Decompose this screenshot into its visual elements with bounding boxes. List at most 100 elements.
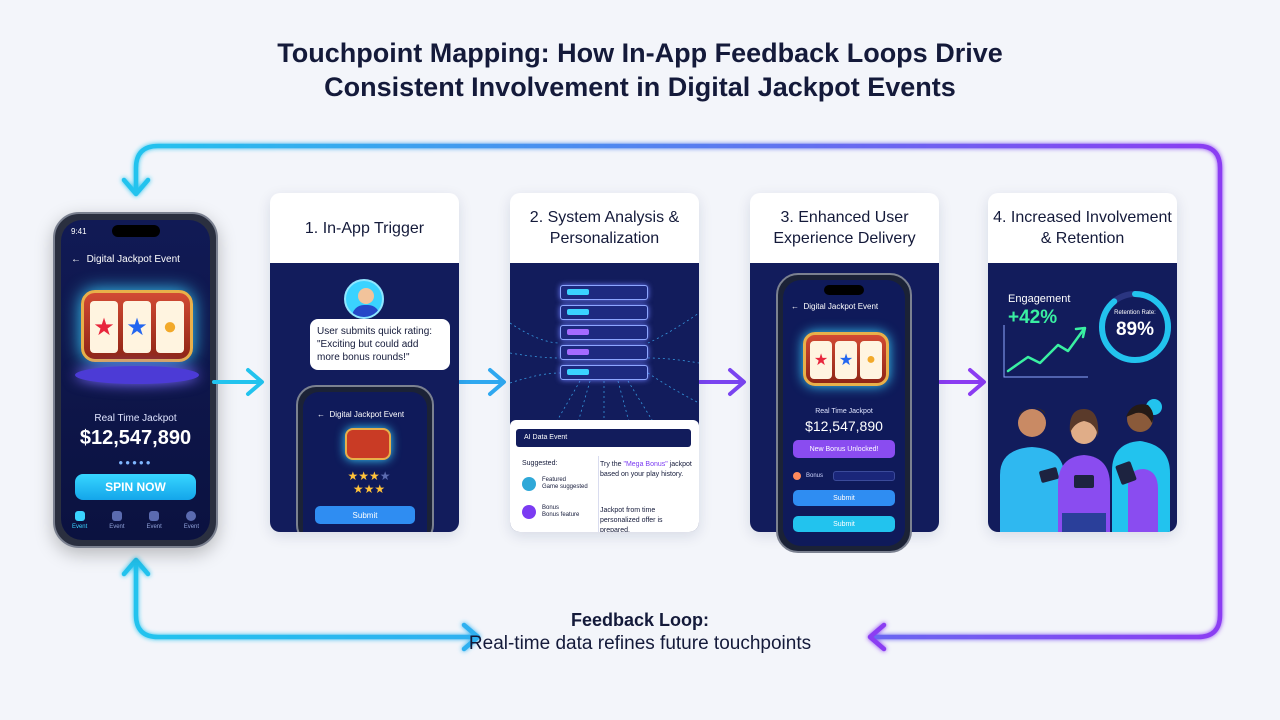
- flow-arrow-3: [698, 368, 746, 396]
- slot-pedestal: [75, 366, 199, 384]
- user-avatar-icon: [344, 279, 384, 319]
- retention-gauge: Retention Rate: 89%: [1096, 288, 1174, 366]
- step-1-slot-image: [345, 428, 391, 460]
- back-arrow-icon[interactable]: ←: [71, 254, 81, 265]
- tab-event-3[interactable]: Event: [146, 510, 162, 530]
- retention-label: Retention Rate:: [1114, 310, 1156, 316]
- step-3-submit-button[interactable]: Submit: [793, 490, 895, 506]
- server-unit: [560, 345, 648, 360]
- loop-bottom-left-arrowhead-right: [461, 622, 481, 652]
- feedback-loop-subtitle: Real-time data refines future touchpoint…: [468, 633, 812, 654]
- retention-ring: [1099, 291, 1171, 363]
- step-3-slot-image: ★ ★ ●: [803, 332, 889, 386]
- phone-notch: [824, 285, 864, 295]
- phone-notch: [111, 225, 160, 237]
- flow-arrow-2: [458, 368, 506, 396]
- game-thumbnail-icon: [522, 477, 536, 491]
- step-3-title: 3. Enhanced User Experience Delivery: [773, 209, 916, 247]
- tab-bar: Event Event Event Event: [61, 500, 210, 540]
- reel-coin-icon: ●: [860, 341, 882, 379]
- panel-divider: [598, 456, 599, 532]
- engagement-trend-chart: [1003, 325, 1088, 378]
- server-unit: [560, 305, 648, 320]
- rating-speech-bubble: User submits quick rating: "Exciting but…: [310, 319, 450, 370]
- step-card-in-app-trigger: 1. In-App Trigger User submits quick rat…: [270, 193, 459, 532]
- ai-data-bar: AI Data Event: [516, 429, 691, 447]
- feedback-loop-title: Feedback Loop:: [570, 610, 709, 630]
- slot-machine-image: ★ ★ ●: [81, 290, 193, 362]
- reel-star-red-icon: ★: [810, 341, 832, 379]
- carousel-dots[interactable]: ●●●●●: [118, 458, 153, 467]
- tab-event-2[interactable]: Event: [109, 510, 125, 530]
- jackpot-amount: $12,547,890: [79, 427, 192, 449]
- title-line-1: Touchpoint Mapping: How In-App Feedback …: [277, 38, 1003, 68]
- star-rating-input[interactable]: ★★★★★★★: [347, 469, 391, 496]
- event-header: ← Digital Jackpot Event: [71, 254, 180, 265]
- tab-icon: [149, 510, 160, 521]
- feedback-loop-caption: Feedback Loop: Real-time data refines fu…: [440, 608, 840, 656]
- step-1-title: 1. In-App Trigger: [304, 219, 425, 237]
- flow-arrow-1: [212, 368, 264, 396]
- step-2-title: 2. System Analysis & Personalization: [529, 209, 680, 247]
- step-3-phone-screen: ← Digital Jackpot Event ★ ★ ● Real Time …: [783, 280, 905, 546]
- tab-event-1[interactable]: Event: [72, 510, 87, 530]
- tab-event-4[interactable]: Event: [184, 510, 199, 530]
- server-unit: [560, 285, 648, 300]
- reel-coin-icon: ●: [156, 301, 184, 353]
- status-time: 9:41: [71, 227, 87, 236]
- engagement-value: +42%: [1008, 307, 1058, 328]
- step-4-illustration: Engagement +42% Retention Rate: 89%: [988, 263, 1177, 532]
- step-card-increased-involvement: 4. Increased Involvement & Retention Eng…: [988, 193, 1177, 532]
- step-1-illustration: User submits quick rating: "Exciting but…: [270, 263, 459, 532]
- step-1-phone: ← Digital Jackpot Event ★★★★★★★ Submit: [296, 385, 434, 532]
- retention-value: 89%: [1115, 319, 1155, 340]
- step-3-phone: ← Digital Jackpot Event ★ ★ ● Real Time …: [776, 273, 912, 553]
- flow-arrow-4: [938, 368, 986, 396]
- step-card-system-analysis: 2. System Analysis & Personalization AI …: [510, 193, 699, 532]
- step-3-jackpot-amount: $12,547,890: [805, 418, 883, 434]
- new-bonus-unlocked-button[interactable]: New Bonus Unlocked!: [793, 440, 895, 458]
- tab-icon: [186, 510, 197, 521]
- engagement-label: Engagement: [1008, 293, 1071, 305]
- main-phone: 9:41 ← Digital Jackpot Event ★ ★ ● Real …: [53, 212, 218, 548]
- ai-offer-text: Jackpot from time personalized offer is …: [600, 507, 663, 532]
- step-3-jackpot-label: Real Time Jackpot: [815, 408, 873, 415]
- retention-arc: [1099, 291, 1171, 363]
- loop-bottom-left-path: [133, 559, 481, 640]
- step-1-phone-header: ← Digital Jackpot Event: [317, 410, 405, 419]
- step-1-phone-screen: ← Digital Jackpot Event ★★★★★★★ Submit: [303, 392, 427, 532]
- spin-now-button[interactable]: SPIN NOW: [75, 474, 196, 500]
- loop-bottom-left-arrowhead-up: [121, 557, 151, 577]
- jackpot-label: Real Time Jackpot: [94, 413, 177, 424]
- page-title: Touchpoint Mapping: How In-App Feedback …: [0, 36, 1280, 104]
- bonus-icon: [793, 472, 801, 480]
- tab-icon: [111, 510, 122, 521]
- step-3-submit-button-2[interactable]: Submit: [793, 516, 895, 532]
- server-unit: [560, 365, 648, 380]
- suggested-label: Suggested:: [522, 460, 558, 467]
- home-icon: [74, 510, 85, 521]
- happy-users-illustration: [1000, 399, 1170, 532]
- main-phone-screen: 9:41 ← Digital Jackpot Event ★ ★ ● Real …: [61, 220, 210, 540]
- step-1-submit-button[interactable]: Submit: [315, 506, 415, 524]
- bonus-row: Bonus: [793, 470, 895, 482]
- reel-star-red-icon: ★: [90, 301, 118, 353]
- bonus-field[interactable]: [833, 471, 895, 481]
- reel-star-blue-icon: ★: [835, 341, 857, 379]
- server-unit: [560, 325, 648, 340]
- step-3-phone-header: ← Digital Jackpot Event: [791, 302, 879, 311]
- loop-top-path: [133, 143, 1223, 640]
- loop-top-arrowhead: [121, 177, 151, 197]
- step-4-title: 4. Increased Involvement & Retention: [993, 209, 1172, 247]
- event-header-label: Digital Jackpot Event: [86, 254, 180, 265]
- reel-star-blue-icon: ★: [123, 301, 151, 353]
- loop-bottom-arrowhead: [867, 622, 887, 652]
- title-line-2: Consistent Involvement in Digital Jackpo…: [324, 72, 956, 102]
- bonus-thumbnail-icon: [522, 505, 536, 519]
- ai-recommendation-text: Try the "Mega Bonus" jackpot based on yo…: [600, 461, 692, 478]
